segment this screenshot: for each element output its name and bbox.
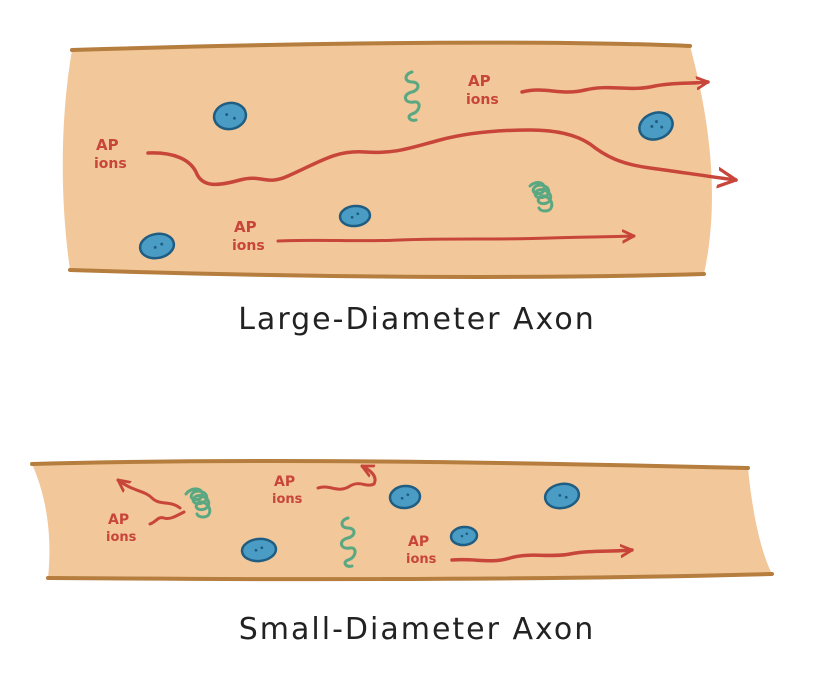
- coiled-vesicle-icon: [404, 70, 421, 122]
- large-axon-body: [62, 42, 712, 277]
- coiled-vesicle-icon: [184, 487, 212, 519]
- mitochondrion-icon: [138, 232, 176, 260]
- wavy-arrow-icon: [146, 128, 738, 184]
- svg-text:AP: AP: [468, 72, 491, 90]
- ap-ions-label: AP ions: [94, 136, 127, 172]
- svg-text:ions: ions: [232, 238, 265, 254]
- ap-ions-label: AP ions: [232, 218, 265, 254]
- svg-text:AP: AP: [108, 512, 129, 528]
- large-axon: AP ions AP ions AP ions: [62, 40, 738, 279]
- mitochondrion-icon: [449, 525, 479, 547]
- large-axon-caption: Large-Diameter Axon: [238, 302, 596, 337]
- coiled-vesicle-icon: [528, 181, 554, 213]
- ap-ions-label: AP ions: [272, 474, 303, 507]
- svg-text:ions: ions: [406, 552, 437, 567]
- svg-text:AP: AP: [408, 534, 429, 550]
- mitochondrion-icon: [543, 482, 581, 510]
- large-axon-top-membrane: [70, 40, 692, 52]
- wavy-arrow-icon: [116, 478, 182, 510]
- svg-text:ions: ions: [272, 492, 303, 507]
- mitochondrion-icon: [240, 537, 278, 563]
- svg-text:ions: ions: [466, 92, 499, 108]
- mitochondrion-icon: [338, 204, 372, 228]
- small-axon: AP ions AP ions AP ions: [30, 459, 774, 582]
- small-axon-top-membrane: [30, 459, 750, 470]
- ap-ions-label: AP ions: [106, 512, 137, 545]
- wavy-arrow-icon: [316, 464, 377, 491]
- svg-text:AP: AP: [96, 136, 119, 154]
- mitochondrion-icon: [638, 111, 674, 141]
- small-axon-bottom-membrane: [46, 572, 774, 582]
- coiled-vesicle-icon: [340, 516, 357, 568]
- ap-ions-label: AP ions: [406, 534, 437, 567]
- small-axon-caption: Small-Diameter Axon: [238, 612, 596, 647]
- svg-text:AP: AP: [234, 218, 257, 236]
- wavy-arrow-icon: [520, 82, 710, 94]
- mitochondrion-icon: [388, 484, 422, 510]
- mitochondrion-icon: [212, 101, 248, 131]
- svg-text:AP: AP: [274, 474, 295, 490]
- ap-ions-label: AP ions: [466, 72, 499, 108]
- large-axon-bottom-membrane: [68, 268, 706, 279]
- svg-text:ions: ions: [106, 530, 137, 545]
- wavy-arrow-icon: [276, 236, 636, 241]
- wavy-arrow-icon: [148, 510, 186, 526]
- small-axon-body: [32, 461, 772, 580]
- svg-text:ions: ions: [94, 156, 127, 172]
- wavy-arrow-icon: [450, 550, 634, 563]
